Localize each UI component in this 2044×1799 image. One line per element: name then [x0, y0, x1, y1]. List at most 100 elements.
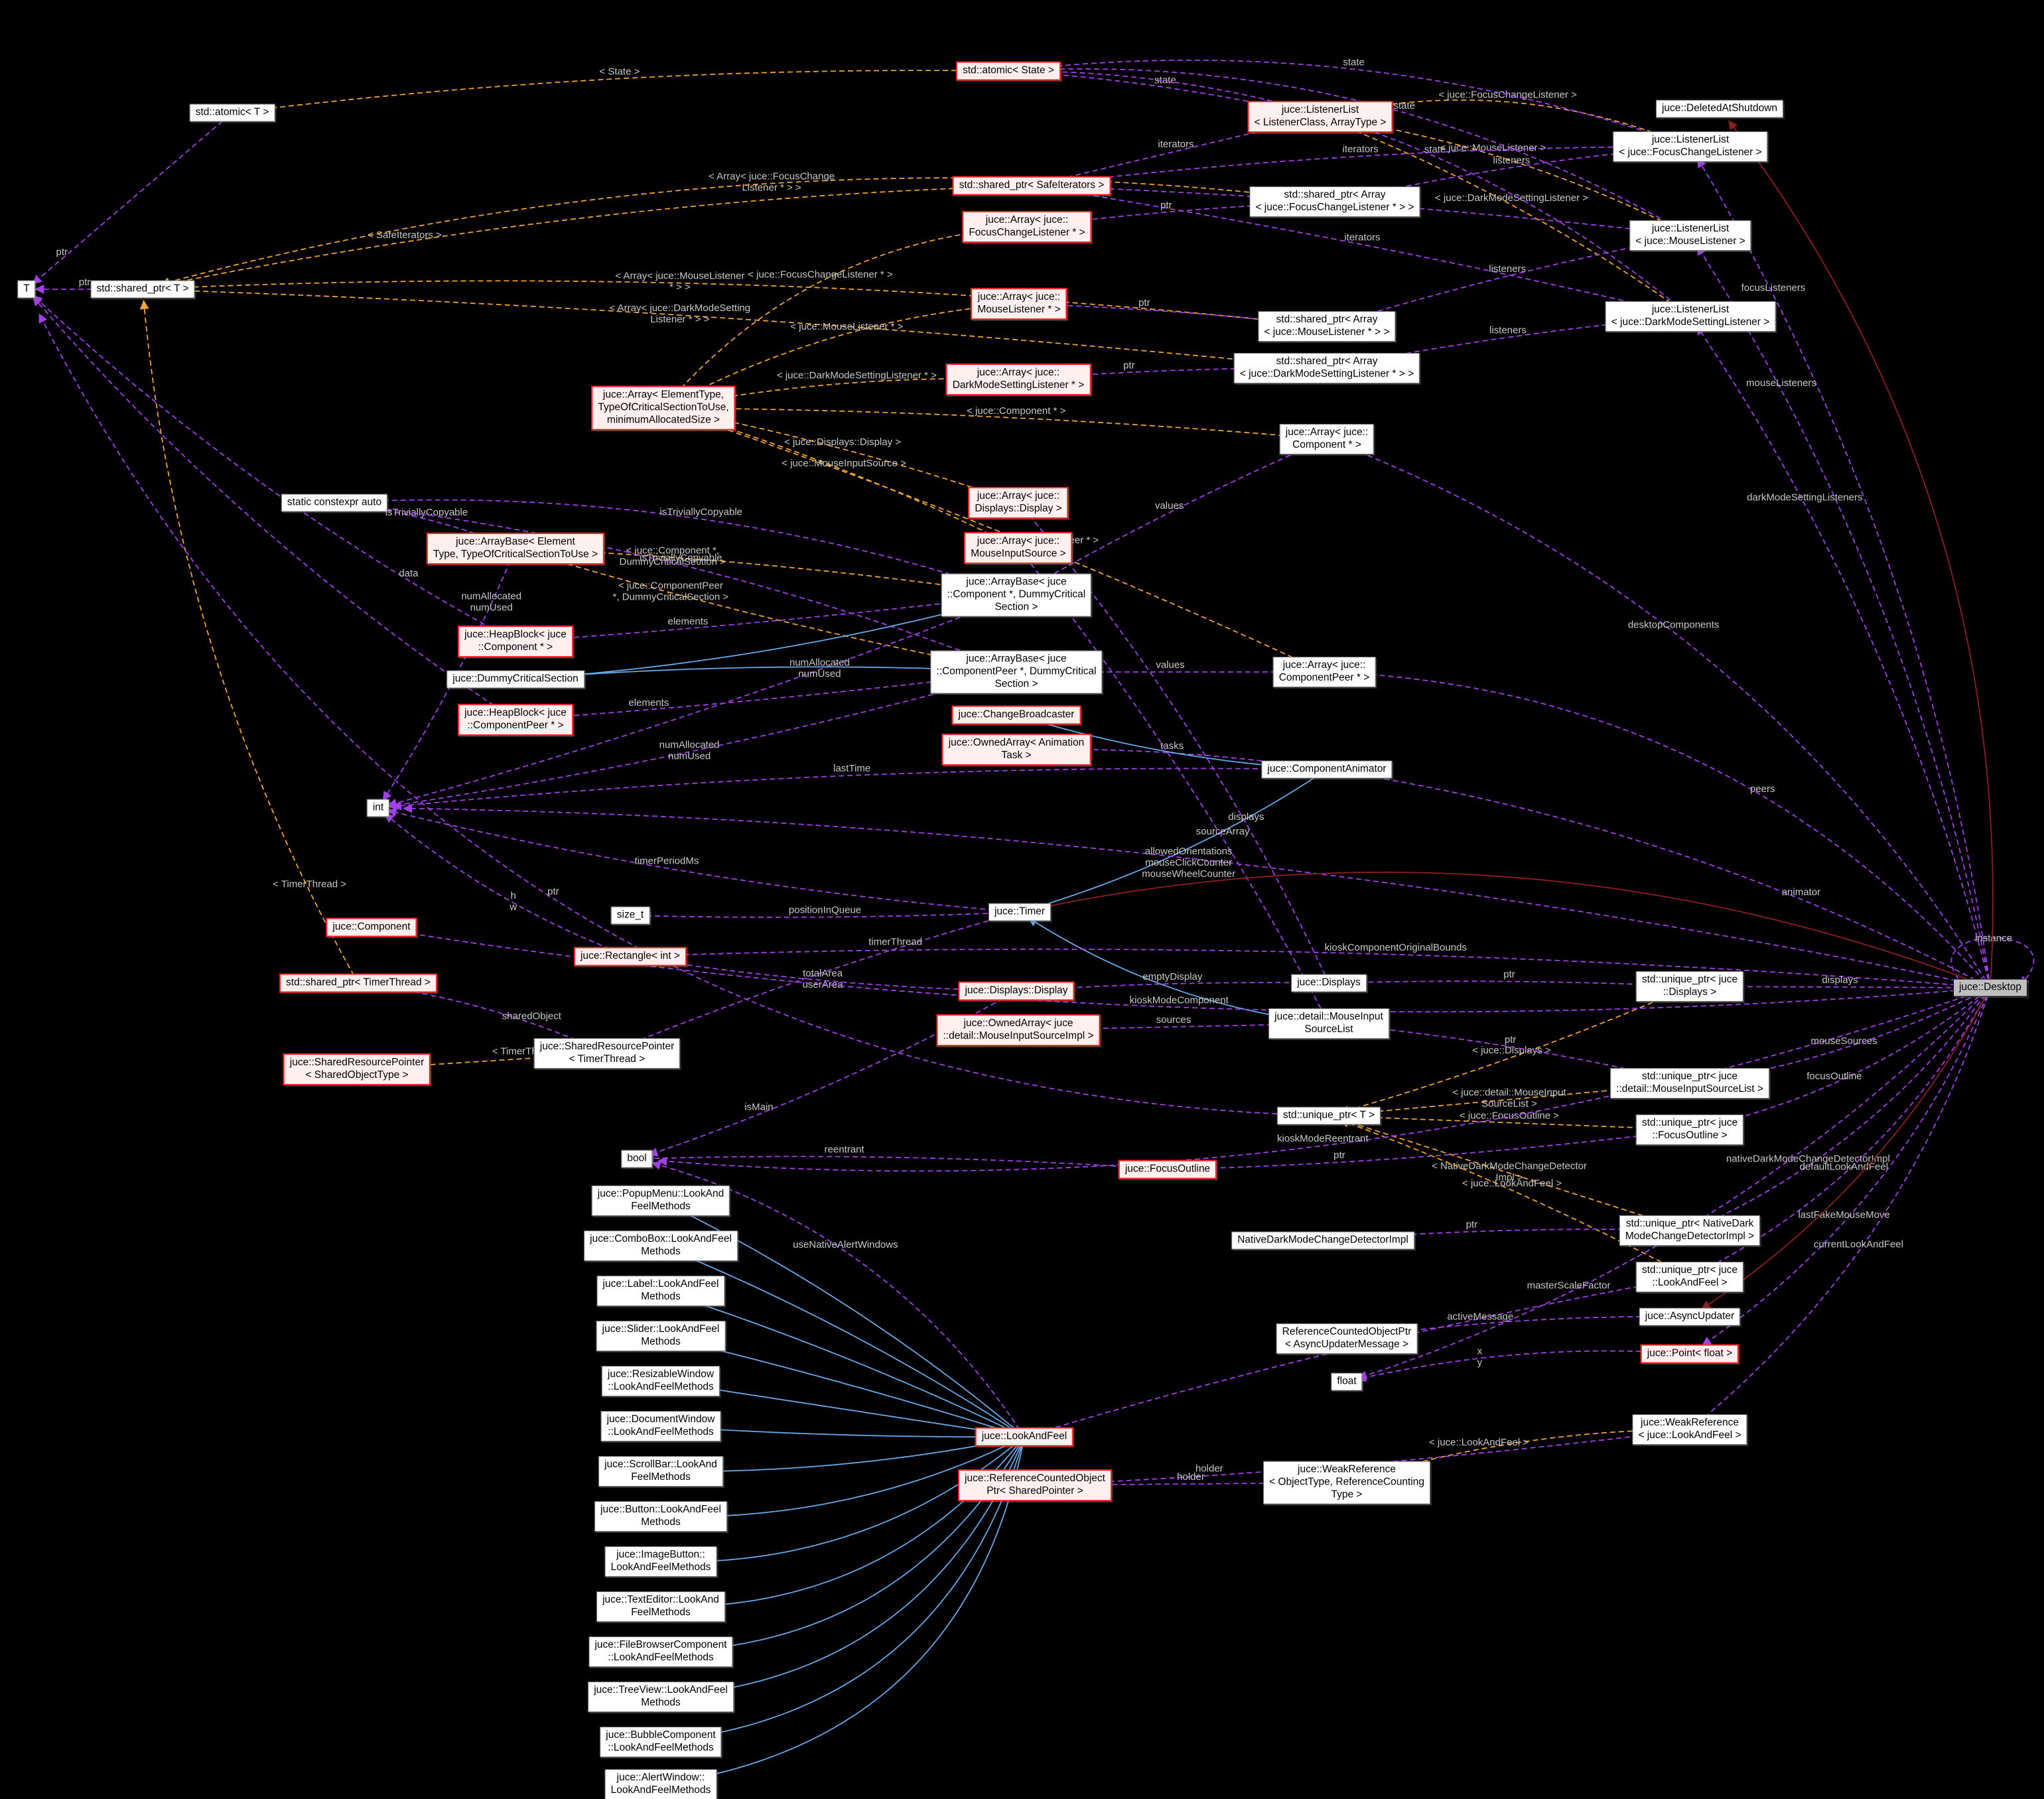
node-arrTpl[interactable]: juce::Array< ElementType,TypeOfCriticalS… [591, 385, 736, 431]
edge-label: ptr [1505, 1034, 1517, 1045]
node-uptrFO[interactable]: std::unique_ptr< juce::FocusOutline > [1635, 1114, 1744, 1145]
node-arrComp[interactable]: juce::Array< juce::Component * > [1279, 424, 1375, 454]
node-float[interactable]: float [1331, 1372, 1363, 1391]
node-heapComp[interactable]: juce::HeapBlock< juce::Component * > [458, 626, 573, 657]
node-llTpl[interactable]: juce::ListenerList< ListenerClass, Array… [1247, 101, 1393, 133]
edge-label: peers [1750, 783, 1775, 795]
node-label: std::atomic< State > [963, 64, 1054, 76]
node-llFocus[interactable]: juce::ListenerList< juce::FocusChangeLis… [1613, 131, 1768, 162]
node-asyncU[interactable]: juce::AsyncUpdater [1639, 1307, 1741, 1326]
edge-label: iterators [1158, 139, 1193, 150]
node-spArrDark[interactable]: std::shared_ptr< Array< juce::DarkModeSe… [1233, 353, 1420, 383]
edge-label: ptr [1123, 360, 1135, 371]
node-mBubble[interactable]: juce::BubbleComponent::LookAndFeelMethod… [600, 1727, 722, 1757]
node-rcopA[interactable]: ReferenceCountedObjectPtr< AsyncUpdaterM… [1276, 1323, 1418, 1354]
edge-label: listeners [1493, 155, 1531, 167]
edge-timer-int [387, 807, 1020, 913]
edge-timer-srpTT [618, 913, 1014, 1049]
node-mResize[interactable]: juce::ResizableWindow::LookAndFeelMethod… [601, 1366, 720, 1396]
node-arrMIS[interactable]: juce::Array< juce::MouseInputSource > [964, 532, 1073, 564]
edge-atomicState-atomicT [243, 70, 1009, 115]
node-disp[interactable]: juce::Displays::Display [958, 981, 1075, 1001]
node-sca[interactable]: static constexpr auto [281, 494, 388, 512]
node-comp[interactable]: juce::Component [326, 917, 417, 937]
edge-abPeer-int [387, 671, 1017, 810]
node-abPeer[interactable]: juce::ArrayBase< juce::ComponentPeer *, … [930, 650, 1103, 694]
edge-label: < juce::DarkModeSettingListener > [1435, 192, 1588, 204]
node-uptrDisplays[interactable]: std::unique_ptr< juce::Displays > [1635, 971, 1744, 1002]
node-arrMouse[interactable]: juce::Array< juce::MouseListener * > [971, 288, 1067, 320]
node-spSafe[interactable]: std::shared_ptr< SafeIterators > [952, 176, 1111, 196]
edge-label: ptr [1333, 1150, 1345, 1161]
edge-label: < juce::ComponentPeer*, DummyCriticalSec… [613, 580, 729, 602]
node-ownedMISI[interactable]: juce::OwnedArray< juce::detail::MouseInp… [936, 1014, 1101, 1046]
node-anim[interactable]: juce::ComponentAnimator [1261, 760, 1393, 779]
node-int[interactable]: int [366, 799, 390, 817]
node-label: float [1337, 1375, 1357, 1387]
node-sizet[interactable]: size_t [610, 906, 650, 925]
edge-desktop-arrComp [1339, 442, 1991, 988]
node-atomicT[interactable]: std::atomic< T > [189, 103, 275, 122]
node-srpTT[interactable]: juce::SharedResourcePointer< TimerThread… [533, 1038, 681, 1069]
node-label: juce::ListenerList [1651, 304, 1730, 316]
node-timer[interactable]: juce::Timer [988, 903, 1052, 921]
node-label: < TimerThread > [569, 1053, 646, 1065]
node-abComp[interactable]: juce::ArrayBase< juce::Component *, Dumm… [941, 573, 1092, 617]
node-uptrT[interactable]: std::unique_ptr< T > [1276, 1106, 1381, 1125]
edge-label: holder [1195, 1463, 1223, 1474]
node-spArrMouse[interactable]: std::shared_ptr< Array< juce::MouseListe… [1258, 311, 1396, 342]
node-heapPeer[interactable]: juce::HeapBlock< juce::ComponentPeer * > [458, 704, 573, 736]
node-spT[interactable]: std::shared_ptr< T > [90, 280, 195, 299]
node-weakTpl[interactable]: juce::WeakReference< ObjectType, Referen… [1263, 1461, 1430, 1504]
node-spArrFocus[interactable]: std::shared_ptr< Array< juce::FocusChang… [1249, 186, 1420, 217]
node-arrPeer[interactable]: juce::Array< juce::ComponentPeer * > [1272, 657, 1376, 687]
node-label: juce::FocusOutline [1124, 1163, 1211, 1175]
node-uptrLAF[interactable]: std::unique_ptr< juce::LookAndFeel > [1635, 1262, 1744, 1292]
edge-laf-mLabel [671, 1293, 1020, 1435]
node-mAlert[interactable]: juce::AlertWindow::LookAndFeelMethods [604, 1769, 717, 1799]
node-arrFocus[interactable]: juce::Array< juce::FocusChangeListener *… [962, 211, 1092, 243]
node-arrDark[interactable]: juce::Array< juce::DarkModeSettingListen… [945, 364, 1091, 395]
node-laf[interactable]: juce::LookAndFeel [975, 1427, 1074, 1447]
node-label: Task > [1001, 750, 1032, 761]
node-ndm[interactable]: NativeDarkModeChangeDetectorImpl [1231, 1231, 1414, 1250]
node-atomicState[interactable]: std::atomic< State > [956, 61, 1061, 81]
node-pointF[interactable]: juce::Point< float > [1640, 1344, 1739, 1364]
node-mFileBr[interactable]: juce::FileBrowserComponent::LookAndFeelM… [588, 1636, 733, 1667]
node-mImgBtn[interactable]: juce::ImageButton::LookAndFeelMethods [604, 1546, 717, 1577]
node-displays[interactable]: juce::Displays [1291, 974, 1367, 992]
node-weakLAF[interactable]: juce::WeakReference< juce::LookAndFeel > [1632, 1414, 1747, 1445]
node-T[interactable]: T [17, 280, 36, 299]
node-das[interactable]: juce::DeletedAtShutdown [1655, 100, 1784, 118]
edge-llMouse-llTpl [1331, 115, 1686, 233]
node-spTT[interactable]: std::shared_ptr< TimerThread > [279, 973, 437, 993]
node-rect[interactable]: juce::Rectangle< int > [574, 947, 687, 966]
node-chgB[interactable]: juce::ChangeBroadcaster [951, 705, 1081, 725]
node-llMouse[interactable]: juce::ListenerList< juce::MouseListener … [1629, 220, 1751, 251]
node-arrDisp[interactable]: juce::Array< juce::Displays::Display > [968, 487, 1069, 519]
edge-label: values [1156, 659, 1184, 671]
node-llDark[interactable]: juce::ListenerList< juce::DarkModeSettin… [1605, 301, 1776, 332]
node-fo[interactable]: juce::FocusOutline [1118, 1160, 1217, 1179]
node-srpS[interactable]: juce::SharedResourcePointer< SharedObjec… [283, 1053, 431, 1085]
node-dummyCS[interactable]: juce::DummyCriticalSection [446, 670, 584, 689]
edge-abComp-int [387, 594, 1017, 808]
node-bool[interactable]: bool [621, 1150, 653, 1168]
node-uptrMISL[interactable]: std::unique_ptr< juce::detail::MouseInpu… [1610, 1068, 1769, 1099]
node-mDocWin[interactable]: juce::DocumentWindow::LookAndFeelMethods [600, 1411, 721, 1441]
